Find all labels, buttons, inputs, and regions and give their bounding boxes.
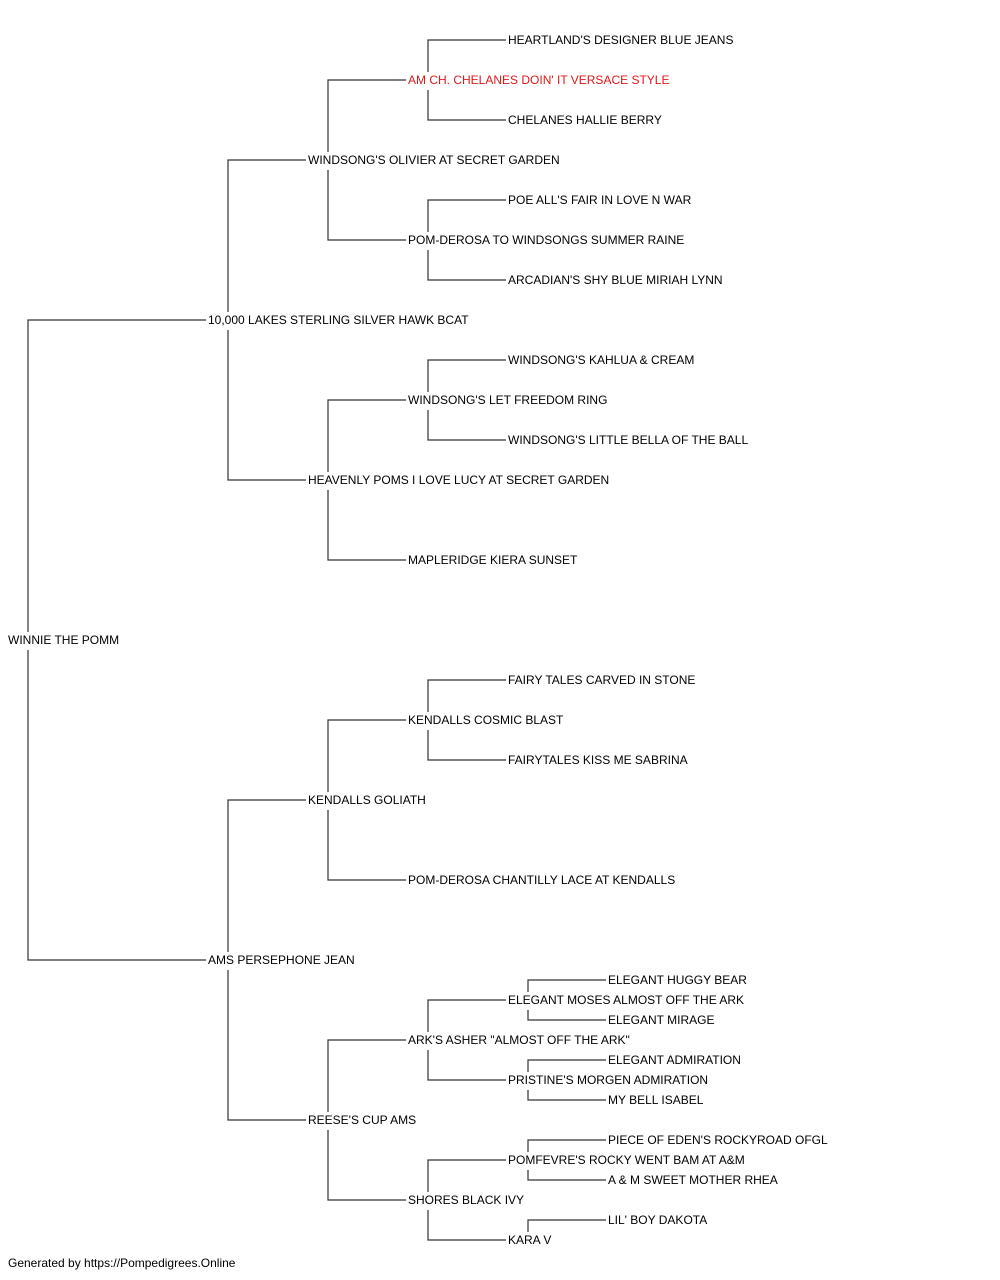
footer-credit: Generated by https://Pompedigrees.Online	[8, 1256, 236, 1270]
ancestor-name[interactable]: WINDSONG'S LET FREEDOM RING	[408, 393, 607, 407]
pedigree-tree: HEARTLAND'S DESIGNER BLUE JEANS CHELANES …	[8, 33, 828, 1247]
ancestor-name[interactable]: ELEGANT ADMIRATION	[608, 1053, 741, 1067]
ancestor-name[interactable]: ELEGANT MOSES ALMOST OFF THE ARK	[508, 993, 744, 1007]
connector-pedigree.dam.dam.dam.dam-sire	[527, 1219, 606, 1232]
ancestor-name[interactable]: A & M SWEET MOTHER RHEA	[608, 1173, 778, 1187]
connector-pedigree.sire.dam.sire-dam	[427, 410, 506, 441]
connector-pedigree.dam.dam.sire.dam-sire	[527, 1059, 606, 1072]
connector-pedigree-sire	[27, 319, 206, 632]
connector-pedigree.dam.dam-dam	[327, 1130, 406, 1201]
ancestor-name[interactable]: POMFEVRE'S ROCKY WENT BAM AT A&M	[508, 1153, 745, 1167]
connector-pedigree.sire.sire.sire-sire	[427, 39, 506, 72]
connector-pedigree.sire.sire.dam-dam	[427, 250, 506, 281]
connector-pedigree.dam.dam.sire-sire	[427, 999, 506, 1032]
ancestor-name[interactable]: ARK'S ASHER "ALMOST OFF THE ARK"	[408, 1033, 630, 1047]
ancestor-name[interactable]: HEARTLAND'S DESIGNER BLUE JEANS	[508, 33, 733, 47]
connector-pedigree.sire.dam-sire	[327, 399, 406, 472]
ancestor-name[interactable]: POM-DEROSA CHANTILLY LACE AT KENDALLS	[408, 873, 675, 887]
connector-pedigree.dam.sire-dam	[327, 810, 406, 881]
connector-pedigree.sire.sire.sire-dam	[427, 90, 506, 121]
ancestor-name[interactable]: AM CH. CHELANES DOIN' IT VERSACE STYLE	[408, 73, 669, 87]
ancestor-name[interactable]: MAPLERIDGE KIERA SUNSET	[408, 553, 578, 567]
ancestor-name[interactable]: KENDALLS GOLIATH	[308, 793, 426, 807]
ancestor-name[interactable]: LIL' BOY DAKOTA	[608, 1213, 707, 1227]
ancestor-name[interactable]: HEAVENLY POMS I LOVE LUCY AT SECRET GARD…	[308, 473, 609, 487]
ancestor-name[interactable]: KENDALLS COSMIC BLAST	[408, 713, 564, 727]
ancestor-name[interactable]: AMS PERSEPHONE JEAN	[208, 953, 355, 967]
connector-pedigree.dam.dam-sire	[327, 1039, 406, 1112]
connector-pedigree-dam	[27, 650, 206, 961]
connector-pedigree.dam.dam.dam-sire	[427, 1159, 506, 1192]
ancestor-name[interactable]: ELEGANT HUGGY BEAR	[608, 973, 747, 987]
connector-pedigree.sire.sire-sire	[327, 79, 406, 152]
ancestor-name[interactable]: FAIRY TALES CARVED IN STONE	[508, 673, 695, 687]
connector-pedigree.dam-dam	[227, 970, 306, 1121]
ancestor-name[interactable]: MY BELL ISABEL	[608, 1093, 704, 1107]
connector-pedigree.dam.sire.sire-sire	[427, 679, 506, 712]
ancestor-name[interactable]: FAIRYTALES KISS ME SABRINA	[508, 753, 688, 767]
subject-dog-name[interactable]: WINNIE THE POMM	[8, 633, 119, 647]
ancestor-name[interactable]: CHELANES HALLIE BERRY	[508, 113, 662, 127]
ancestor-name[interactable]: WINDSONG'S LITTLE BELLA OF THE BALL	[508, 433, 748, 447]
connector-pedigree.dam.dam.sire.dam-dam	[527, 1090, 606, 1101]
connector-pedigree.dam.sire-sire	[327, 719, 406, 792]
ancestor-name[interactable]: REESE'S CUP AMS	[308, 1113, 416, 1127]
ancestor-name[interactable]: ARCADIAN'S SHY BLUE MIRIAH LYNN	[508, 273, 723, 287]
connector-pedigree.sire.dam.sire-sire	[427, 359, 506, 392]
ancestor-name[interactable]: POE ALL'S FAIR IN LOVE N WAR	[508, 193, 692, 207]
connector-pedigree.sire.sire-dam	[327, 170, 406, 241]
ancestor-name[interactable]: PRISTINE'S MORGEN ADMIRATION	[508, 1073, 708, 1087]
connector-pedigree.dam.sire.sire-dam	[427, 730, 506, 761]
ancestor-name[interactable]: ELEGANT MIRAGE	[608, 1013, 714, 1027]
connector-pedigree.dam.dam.sire.sire-dam	[527, 1010, 606, 1021]
connector-pedigree.sire.dam-dam	[327, 490, 406, 561]
connector-pedigree.dam.dam.sire.sire-sire	[527, 979, 606, 992]
connector-pedigree.dam-sire	[227, 799, 306, 952]
connector-pedigree.sire-dam	[227, 330, 306, 481]
connector-pedigree.dam.dam.sire-dam	[427, 1050, 506, 1081]
ancestor-name[interactable]: KARA V	[508, 1233, 551, 1247]
connector-pedigree.dam.dam.dam-dam	[427, 1210, 506, 1241]
ancestor-name[interactable]: WINDSONG'S KAHLUA & CREAM	[508, 353, 694, 367]
ancestor-name[interactable]: 10,000 LAKES STERLING SILVER HAWK BCAT	[208, 313, 469, 327]
ancestor-name[interactable]: PIECE OF EDEN'S ROCKYROAD OFGL	[608, 1133, 828, 1147]
connector-pedigree.dam.dam.dam.sire-sire	[527, 1139, 606, 1152]
ancestor-name[interactable]: WINDSONG'S OLIVIER AT SECRET GARDEN	[308, 153, 560, 167]
ancestor-name[interactable]: SHORES BLACK IVY	[408, 1193, 524, 1207]
connector-pedigree.sire.sire.dam-sire	[427, 199, 506, 232]
connector-pedigree.dam.dam.dam.sire-dam	[527, 1170, 606, 1181]
ancestor-name[interactable]: POM-DEROSA TO WINDSONGS SUMMER RAINE	[408, 233, 684, 247]
connector-pedigree.sire-sire	[227, 159, 306, 312]
